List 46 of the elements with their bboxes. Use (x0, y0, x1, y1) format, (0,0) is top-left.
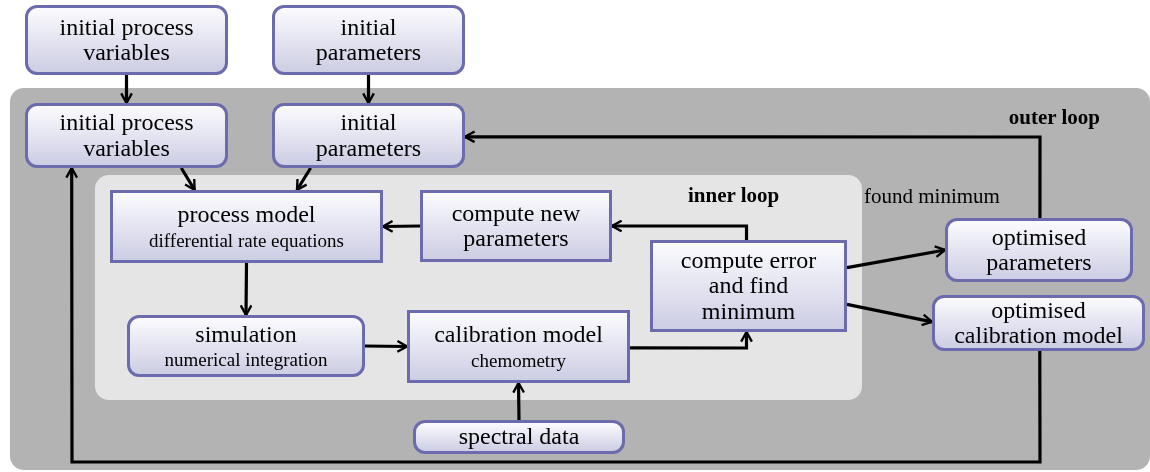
arrow (512, 381, 526, 421)
arrow (630, 330, 753, 350)
arrow (846, 302, 934, 327)
arrow (846, 245, 947, 270)
process-box (127, 315, 365, 377)
process-box (110, 190, 383, 263)
arrow (362, 75, 375, 105)
process-box (272, 5, 465, 75)
box-title: spectral data (458, 424, 580, 450)
inner-loop-panel (95, 175, 862, 400)
arrow (239, 263, 253, 317)
panel-heading: inner loop (688, 183, 780, 208)
arrow (381, 219, 421, 233)
box-subtitle: differential rate equations (149, 230, 344, 251)
annotation-text: found minimum (864, 184, 1000, 209)
arrow (179, 167, 196, 192)
panel-heading: outer loop (1008, 105, 1100, 130)
arrow (365, 339, 409, 353)
process-box (25, 5, 228, 75)
process-box (407, 310, 630, 383)
process-box (413, 420, 625, 454)
box-title: compute new parameters (450, 200, 582, 252)
box-title: calibration model (434, 322, 603, 348)
box-title: optimised parameters (985, 224, 1093, 276)
box-title: initial parameters (315, 14, 422, 66)
arrow (463, 130, 1042, 218)
box-title: simulation (195, 321, 297, 348)
box-title: compute error and find minimum (679, 248, 818, 324)
box-title: optimised calibration model (953, 297, 1124, 349)
process-box (650, 240, 847, 332)
process-box (420, 190, 612, 262)
arrow (65, 166, 1042, 464)
box-subtitle: numerical integration (164, 350, 328, 371)
box-title: process model (177, 202, 316, 228)
outer-loop-panel (10, 88, 1150, 470)
process-box (272, 103, 465, 168)
box-title: initial process variables (58, 14, 195, 66)
box-subtitle: chemometry (471, 350, 566, 371)
arrow (120, 75, 133, 105)
box-title: initial process variables (58, 110, 195, 161)
process-box (945, 218, 1133, 282)
box-title: initial parameters (315, 110, 422, 161)
process-box (932, 295, 1145, 351)
process-box (25, 103, 228, 168)
arrow (295, 167, 312, 192)
arrow (610, 219, 749, 240)
